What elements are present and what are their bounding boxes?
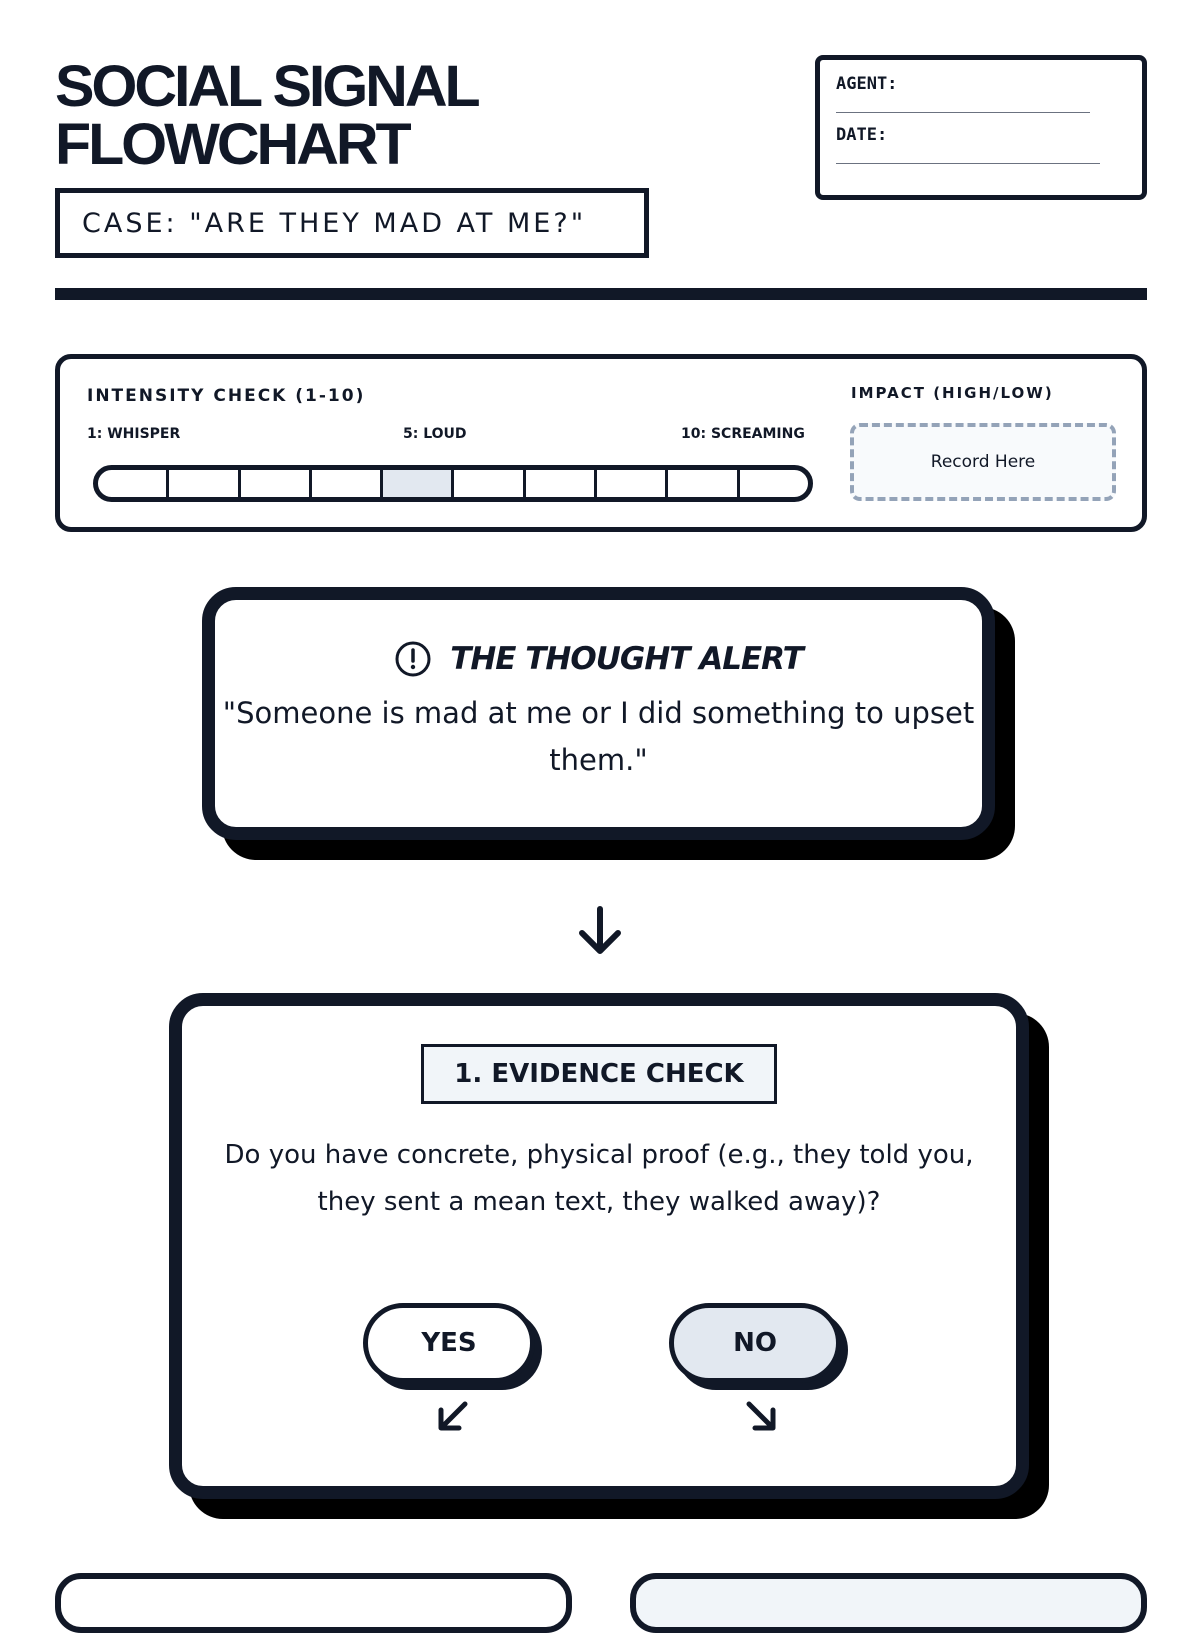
scale-segment-3[interactable] — [241, 470, 312, 497]
arrow-down-left-icon — [438, 1401, 468, 1431]
thought-text: "Someone is mad at me or I did something… — [222, 696, 975, 777]
date-field[interactable] — [836, 163, 1100, 164]
alert-circle-icon — [395, 641, 431, 677]
title-line-2: FLOWCHART — [55, 112, 412, 177]
thought-title: THE THOUGHT ALERT — [450, 641, 804, 677]
agent-label: AGENT: — [836, 74, 898, 94]
case-label: CASE: "ARE THEY MAD AT ME?" — [55, 188, 649, 258]
arrow-down-icon — [579, 906, 621, 954]
title-line-1: SOCIAL SIGNAL — [55, 54, 481, 119]
scale-mid-label: 5: LOUD — [403, 426, 467, 442]
evidence-tag: 1. EVIDENCE CHECK — [421, 1044, 777, 1104]
intensity-title: INTENSITY CHECK (1-10) — [87, 386, 366, 406]
scale-segment-5[interactable] — [383, 470, 455, 497]
scale-low-label: 1: WHISPER — [87, 426, 181, 442]
yes-branch-card — [55, 1573, 572, 1633]
date-label: DATE: — [836, 125, 888, 145]
evidence-question: Do you have concrete, physical proof (e.… — [224, 1140, 974, 1217]
impact-title: IMPACT (HIGH/LOW) — [851, 384, 1054, 402]
evidence-check-card: 1. EVIDENCE CHECK Do you have concrete, … — [169, 993, 1029, 1499]
no-button[interactable]: NO — [669, 1303, 841, 1383]
thought-alert-card: THE THOUGHT ALERT "Someone is mad at me … — [202, 587, 995, 840]
scale-segment-6[interactable] — [454, 470, 526, 497]
page-title: SOCIAL SIGNAL FLOWCHART — [55, 58, 481, 174]
scale-segment-7[interactable] — [526, 470, 598, 497]
no-branch-card — [630, 1573, 1147, 1633]
scale-segment-1[interactable] — [98, 470, 170, 497]
intensity-scale[interactable] — [93, 465, 813, 502]
scale-segment-2[interactable] — [169, 470, 241, 497]
arrow-down-right-icon — [746, 1401, 776, 1431]
scale-segment-8[interactable] — [597, 470, 669, 497]
header-divider — [55, 288, 1147, 300]
scale-segment-10[interactable] — [740, 470, 808, 497]
scale-high-label: 10: SCREAMING — [681, 426, 805, 442]
intensity-check-card: INTENSITY CHECK (1-10) 1: WHISPER 5: LOU… — [55, 354, 1147, 532]
scale-segment-4[interactable] — [312, 470, 384, 497]
impact-record-field[interactable]: Record Here — [850, 423, 1116, 501]
agent-info-box: AGENT: DATE: — [815, 55, 1147, 200]
scale-segment-9[interactable] — [668, 470, 740, 497]
yes-button[interactable]: YES — [363, 1303, 535, 1383]
agent-field[interactable] — [836, 112, 1090, 113]
